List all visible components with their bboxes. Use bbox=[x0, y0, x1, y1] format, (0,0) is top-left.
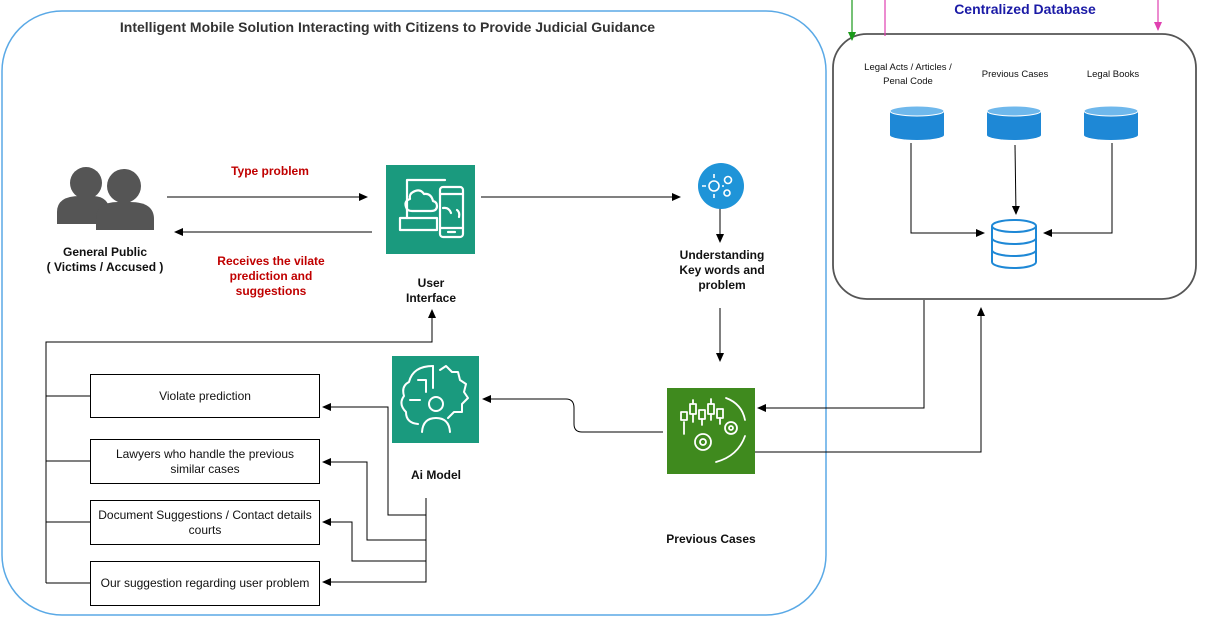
actor-label: General Public ( Victims / Accused ) bbox=[30, 245, 180, 275]
source-label-previous-cases: Previous Cases bbox=[981, 69, 1049, 80]
output-box-lawyers: Lawyers who handle the previous similar … bbox=[90, 439, 320, 484]
output-box-our-suggestion: Our suggestion regarding user problem bbox=[90, 561, 320, 606]
actor-label-line1: General Public bbox=[62, 245, 148, 259]
database-container bbox=[832, 33, 1197, 300]
output-box-document-suggestions: Document Suggestions / Contact details c… bbox=[90, 500, 320, 545]
type-problem-label: Type problem bbox=[231, 164, 309, 178]
nlp-step-label: Understanding Key words and problem bbox=[679, 248, 765, 292]
user-interface-icon bbox=[386, 165, 475, 254]
people-icon bbox=[57, 167, 154, 230]
database-title: Centralized Database bbox=[954, 1, 1096, 17]
central-database-icon bbox=[991, 219, 1037, 269]
source-label-legal-acts: Legal Acts / Articles / Penal Code bbox=[864, 62, 952, 87]
diagram-title: Intelligent Mobile Solution Interacting … bbox=[119, 19, 656, 35]
cylinder-icon-legal-acts bbox=[889, 105, 945, 140]
ai-model-icon bbox=[392, 356, 479, 443]
source-label-legal-books: Legal Books bbox=[1086, 69, 1140, 80]
previous-cases-icon bbox=[667, 388, 755, 474]
output-box-violate-prediction: Violate prediction bbox=[90, 374, 320, 418]
actor-label-line2: ( Victims / Accused ) bbox=[46, 260, 164, 274]
nlp-gear-icon bbox=[698, 163, 744, 209]
user-interface-label: User Interface bbox=[405, 276, 457, 305]
receives-label: Receives the vilate prediction and sugge… bbox=[217, 254, 325, 298]
system-boundary bbox=[1, 10, 827, 616]
cylinder-icon-legal-books bbox=[1083, 105, 1139, 140]
ai-model-label: Ai Model bbox=[411, 468, 461, 482]
previous-cases-label: Previous Cases bbox=[666, 532, 756, 546]
cylinder-icon-previous-cases bbox=[986, 105, 1042, 140]
